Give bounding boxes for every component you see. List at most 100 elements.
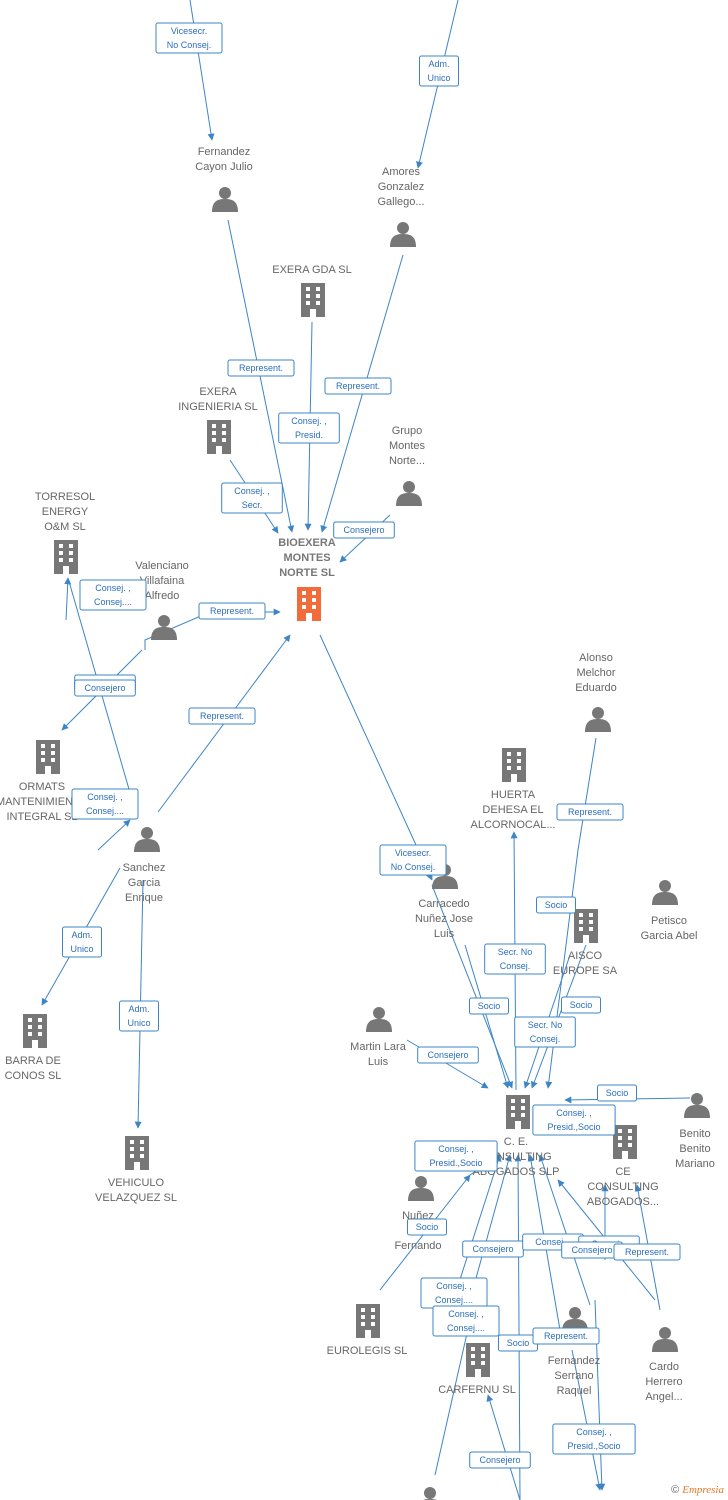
edge-label[interactable]: Consej. ,Consej.... [420,1277,488,1309]
edge-label[interactable]: Consej. ,Consej.... [79,579,147,611]
edge-label-text: Secr. [242,500,263,510]
node-exera_gda[interactable]: EXERA GDA SL [272,264,352,317]
edge-label[interactable]: Socio [407,1218,447,1236]
edge-label[interactable]: Adm.Unico [419,55,459,87]
relation-edge [434,1319,473,1476]
edge-label[interactable]: Represent. [227,359,295,377]
edge-label[interactable]: Socio [469,997,509,1015]
edge-label[interactable]: Consejero [333,521,395,539]
edge-label-text: Consej. , [448,1309,484,1319]
edge-label[interactable]: Consejero [469,1451,531,1469]
edge-label-text: Consej. , [576,1427,612,1437]
edge-label-box [613,1243,681,1261]
edge-label[interactable]: Represent. [556,803,624,821]
edge-label[interactable]: Vicesecr.No Consej. [155,22,223,54]
edge-label[interactable]: Vicesecr.No Consej. [379,844,447,876]
edge-label[interactable]: Socio [536,896,576,914]
edge-label-box [62,926,102,958]
building-icon [125,1136,149,1170]
edge-label-text: Represent. [544,1331,588,1341]
edge-label[interactable]: Consej. ,Presid.,Socio [532,1104,616,1136]
edge-label[interactable]: Consej. ,Secr. [221,482,283,514]
edge-label[interactable]: Socio [597,1084,637,1102]
node-label-line: Mariano [675,1158,715,1170]
building-icon [574,909,598,943]
person-icon [390,222,416,247]
node-label-line: BARRA DE [5,1055,61,1067]
edge-label[interactable]: Consej. ,Presid.,Socio [552,1423,636,1455]
edge-label[interactable]: Consejero [462,1240,524,1258]
edge-label-box [419,55,459,87]
edge-label[interactable]: Consejero [417,1046,479,1064]
edge-label-box [74,679,136,697]
building-icon [301,283,325,317]
edge-label-text: Represent. [336,381,380,391]
edge-label[interactable]: Consej. ,Consej.... [432,1305,500,1337]
node-nunez[interactable]: NuñezR...Fernando [394,1176,442,1252]
relation-edge [97,819,131,851]
person-icon [134,827,160,852]
node-label: CARFERNU SL [438,1384,516,1396]
edge-label[interactable]: Represent. [188,707,256,725]
person-icon [396,481,422,506]
node-bottom_person[interactable] [417,1487,443,1500]
edge-label[interactable]: Adm.Unico [62,926,102,958]
node-label-line: Melchor [576,667,615,679]
node-label-line: DEHESA EL [482,804,543,816]
node-label-line: TORRESOL [35,491,95,503]
edge-label[interactable]: Consej. ,Presid.,Socio [414,1140,498,1172]
edge-label[interactable]: Consejero [561,1241,623,1259]
edge-label[interactable]: Represent. [198,602,266,620]
node-carfernu[interactable]: CARFERNU SL [438,1343,516,1396]
node-label-line: INTEGRAL SL [6,811,77,823]
edge-label[interactable]: Consej. ,Consej.... [71,788,139,820]
edge-label-text: Adm. [71,930,92,940]
edge-label-text: Socio [570,1000,593,1010]
edge-label[interactable]: Represent. [532,1327,600,1345]
edge-label[interactable]: Represent. [324,377,392,395]
relation-edge [469,1154,512,1301]
edge-label[interactable]: Consej. ,Presid. [278,412,340,444]
edge-label[interactable]: Socio [498,1334,538,1352]
edge-label[interactable]: Consejero [74,679,136,697]
node-label-line: Alfredo [145,590,180,602]
edge-label-text: Presid.,Socio [429,1158,482,1168]
node-label-line: Herrero [645,1376,682,1388]
node-eurolegis[interactable]: EUROLEGIS SL [327,1304,408,1357]
node-label-line: MONTES [283,552,330,564]
edge-label-text: Socio [416,1222,439,1232]
edge-label-box [532,1327,600,1345]
footer-brand[interactable]: © Empresia [671,1484,724,1496]
edge-label[interactable]: Adm.Unico [119,1000,159,1032]
edge-label[interactable]: Socio [561,996,601,1014]
edge-label[interactable]: Represent. [613,1243,681,1261]
relation-edge [319,634,433,881]
